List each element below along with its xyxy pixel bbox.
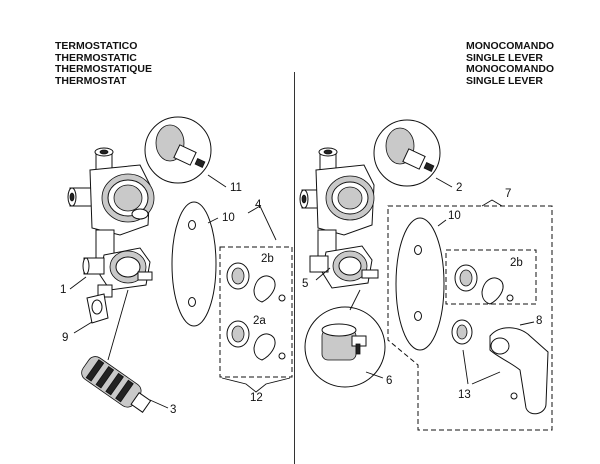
callout-10: 10: [448, 210, 461, 222]
nut-9: [86, 293, 109, 324]
thermostatic-mixer-body: [67, 147, 155, 298]
header-line-english: THERMOSTATIC: [55, 51, 137, 64]
cartridge-11-detail: [144, 116, 212, 184]
callout-1: 1: [60, 284, 66, 296]
cover-plate-10: [171, 201, 217, 327]
callout-4: 4: [255, 199, 262, 211]
callout-11: 11: [230, 182, 242, 194]
handle-set-right: [451, 264, 549, 415]
header-line-german: SINGLE LEVER: [466, 74, 544, 87]
thermostatic-header: TERMOSTATICO THERMOSTATIC THERMOSTATIQUE…: [55, 40, 153, 87]
callout-2: 2: [456, 182, 462, 194]
callout-2a: 2a: [253, 315, 266, 327]
cover-plate-10: [395, 217, 445, 351]
header-line-german: THERMOSTAT: [55, 74, 127, 87]
callout-12: 12: [250, 392, 263, 404]
callout-3: 3: [170, 404, 176, 416]
cartridge-2-detail: [373, 119, 441, 187]
callout-2b: 2b: [261, 253, 274, 265]
callout-9: 9: [62, 332, 68, 344]
part-12-group-box: [219, 246, 293, 378]
cartridge-6-detail: [304, 306, 386, 388]
header-line-italian: TERMOSTATICO: [55, 40, 138, 52]
callout-7: 7: [505, 188, 511, 200]
callout-2b: 2b: [510, 257, 523, 269]
callout-10: 10: [222, 212, 235, 224]
callout-6: 6: [386, 375, 392, 387]
header-line-french: THERMOSTATIQUE: [55, 63, 153, 76]
callout-5: 5: [302, 278, 308, 290]
callout-13: 13: [458, 389, 471, 401]
single-lever-header: MONOCOMANDO SINGLE LEVER MONOCOMANDO SIN…: [466, 40, 555, 87]
cartridge-3: [81, 356, 152, 413]
callout-8: 8: [536, 315, 542, 327]
header-line-english: SINGLE LEVER: [466, 51, 544, 64]
handle-set-left: [226, 262, 286, 361]
part-7-group-outline: [387, 205, 553, 431]
header-line-italian: MONOCOMANDO: [466, 40, 555, 52]
center-divider: [294, 72, 295, 464]
header-line-french: MONOCOMANDO: [466, 63, 555, 76]
single-lever-mixer-body: [299, 147, 379, 289]
